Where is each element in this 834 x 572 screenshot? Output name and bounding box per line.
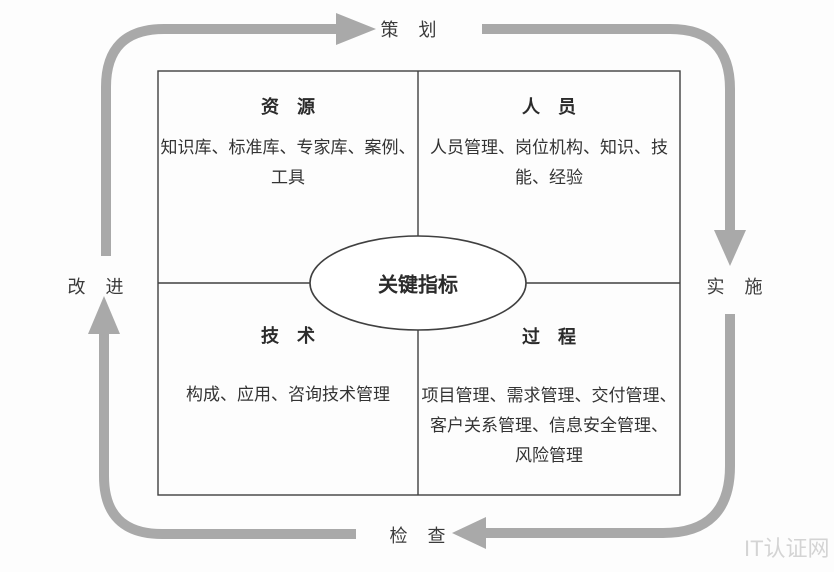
cycle-arrows: [99, 24, 735, 539]
arrow-right-icon: [336, 13, 376, 45]
cycle-arrowheads: [88, 13, 746, 549]
quadrant-title: 资 源: [261, 97, 315, 117]
center-indicator-label: 关键指标: [378, 274, 458, 297]
arrow-up-icon: [88, 296, 120, 334]
cycle-arrow-plan-to-do: [482, 24, 735, 232]
quadrant-title: 人 员: [522, 97, 576, 117]
quadrant-technology: 技 术 构成、应用、咨询技术管理: [158, 326, 418, 410]
quadrant-line: 客户关系管理、信息安全管理、: [430, 416, 668, 435]
quadrant-resources: 资 源 知识库、标准库、专家库、案例、 工具: [158, 97, 418, 193]
quadrant-line: 能、经验: [515, 168, 583, 187]
quadrant-body: 知识库、标准库、专家库、案例、 工具: [158, 133, 418, 193]
watermark: IT认证网: [744, 536, 830, 561]
cycle-label-check: 检 查: [389, 526, 447, 546]
quadrant-title: 过 程: [522, 327, 576, 347]
arrow-down-icon: [714, 230, 746, 266]
quadrant-title: 技 术: [261, 326, 315, 346]
cycle-arrow-act-to-plan: [101, 24, 338, 256]
cycle-label-do: 实 施: [706, 277, 764, 297]
quadrant-line: 项目管理、需求管理、交付管理、: [421, 386, 677, 405]
quadrant-line: 工具: [271, 168, 305, 187]
quadrant-body: 人员管理、岗位机构、知识、技 能、经验: [418, 133, 680, 193]
cycle-arrow-check-to-act: [99, 332, 356, 539]
quadrant-line: 知识库、标准库、专家库、案例、: [160, 138, 416, 157]
quadrant-body: 项目管理、需求管理、交付管理、 客户关系管理、信息安全管理、 风险管理: [418, 381, 680, 471]
center-ellipse: [309, 235, 527, 331]
quadrant-line: 构成、应用、咨询技术管理: [186, 385, 390, 404]
cycle-label-plan: 策 划: [380, 20, 438, 40]
cycle-arrow-do-to-check: [484, 314, 735, 538]
arrow-left-icon: [452, 517, 486, 549]
quadrant-process: 过 程 项目管理、需求管理、交付管理、 客户关系管理、信息安全管理、 风险管理: [418, 327, 680, 471]
quadrant-line: 风险管理: [515, 446, 583, 465]
quadrant-line: 人员管理、岗位机构、知识、技: [430, 138, 668, 157]
quadrant-personnel: 人 员 人员管理、岗位机构、知识、技 能、经验: [418, 97, 680, 193]
cycle-label-act: 改 进: [67, 277, 125, 297]
quadrant-body: 构成、应用、咨询技术管理: [158, 380, 418, 410]
